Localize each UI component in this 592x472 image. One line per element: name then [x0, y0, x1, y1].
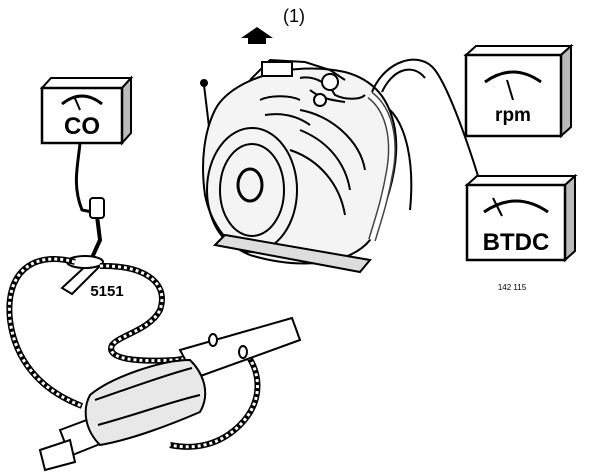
figure-reference: 142 115 [498, 283, 527, 292]
probe-5151: 5151 [60, 197, 124, 300]
meter-cables [371, 58, 479, 177]
co-meter-label: CO [64, 113, 100, 140]
co-meter-lead [74, 142, 93, 214]
up-arrow-icon [241, 27, 273, 44]
rpm-meter-label: rpm [495, 105, 531, 126]
exhaust-system [38, 316, 302, 472]
probe-code: 5151 [90, 283, 123, 300]
engine [200, 58, 413, 274]
rpm-meter: rpm [463, 43, 574, 139]
btdc-meter: BTDC [464, 173, 578, 263]
callout-label: (1) [283, 6, 305, 26]
co-meter: CO [39, 75, 134, 146]
btdc-meter-label: BTDC [483, 229, 550, 256]
